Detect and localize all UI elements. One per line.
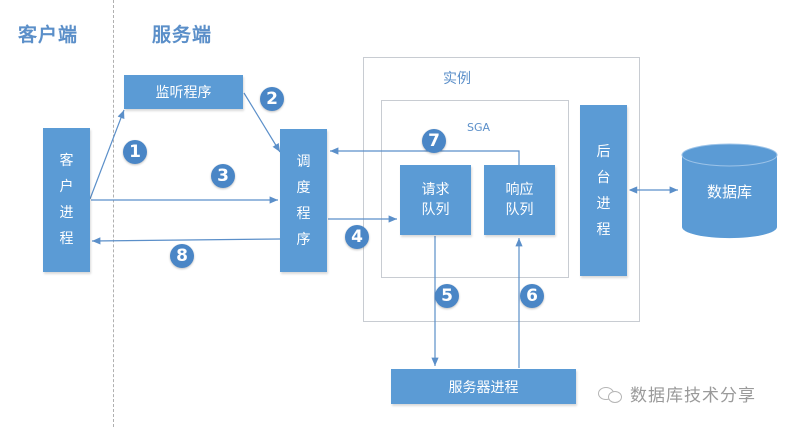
step-badge-8: 8 [170, 244, 194, 268]
server-process-label: 服务器进程 [448, 379, 519, 396]
arrow-step-2 [243, 92, 281, 153]
arrow-step-1 [89, 109, 125, 200]
wechat-icon [598, 385, 624, 403]
arrow-step-7 [330, 147, 520, 165]
client-process-label: 客户进程 [59, 153, 74, 247]
watermark: 数据库技术分享 [598, 381, 756, 406]
database-cylinder[interactable]: 数据库 [681, 143, 778, 239]
sga-label: SGA [467, 121, 491, 134]
background-process-box[interactable]: 后台进程 [580, 105, 627, 276]
dispatcher-label: 调度程序 [296, 153, 311, 248]
client-server-divider [113, 0, 114, 427]
step-badge-6: 6 [520, 284, 544, 308]
background-process-label: 后台进程 [596, 143, 611, 238]
response-queue-box[interactable]: 响应 队列 [484, 165, 555, 235]
instance-label: 实例 [443, 71, 471, 87]
database-icon [681, 143, 778, 239]
listener-box[interactable]: 监听程序 [124, 75, 243, 109]
step-badge-7: 7 [422, 129, 446, 153]
sga-frame [381, 100, 569, 278]
request-queue-label: 请求 队列 [421, 182, 450, 218]
listener-label: 监听程序 [155, 85, 212, 101]
server-process-box[interactable]: 服务器进程 [391, 369, 576, 404]
request-queue-box[interactable]: 请求 队列 [400, 165, 471, 235]
watermark-text: 数据库技术分享 [630, 386, 756, 406]
dispatcher-box[interactable]: 调度程序 [280, 129, 327, 272]
server-side-heading: 服务端 [152, 24, 213, 46]
client-side-heading: 客户端 [18, 24, 79, 46]
database-label: 数据库 [706, 183, 752, 201]
step-badge-3: 3 [211, 164, 235, 188]
client-process-box[interactable]: 客户进程 [43, 128, 90, 272]
step-badge-5: 5 [435, 284, 459, 308]
step-badge-4: 4 [345, 225, 369, 249]
step-badge-1: 1 [123, 140, 147, 164]
response-queue-label: 响应 队列 [505, 182, 534, 218]
step-badge-2: 2 [260, 87, 284, 111]
arrow-step-8 [91, 237, 281, 245]
